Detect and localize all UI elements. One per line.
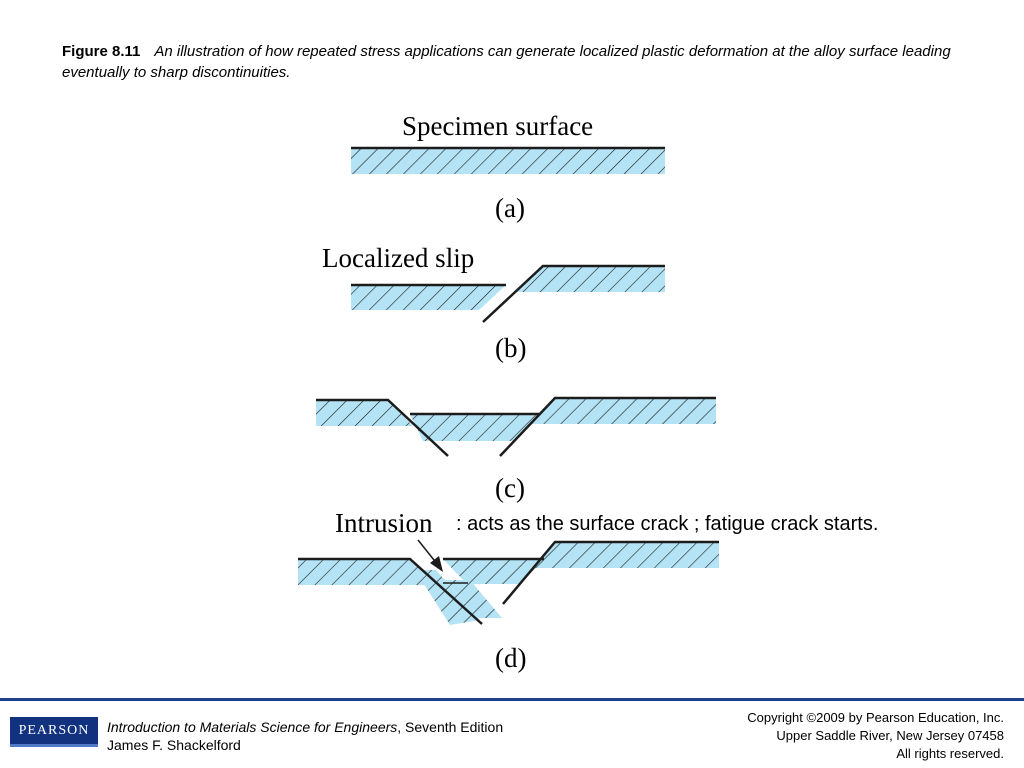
panel-label-b: (b)	[495, 333, 526, 363]
fatigue-surface-diagram: Specimen surface (a) Localized slip (b) …	[298, 111, 719, 673]
book-author: James F. Shackelford	[107, 737, 241, 753]
figure-caption-text: An illustration of how repeated stress a…	[62, 43, 951, 81]
panel-label-a: (a)	[495, 193, 525, 223]
c-left-band	[316, 400, 413, 426]
copyright-notice: Copyright ©2009 by Pearson Education, In…	[747, 709, 1004, 763]
panel-label-c: (c)	[495, 473, 525, 503]
intrusion-annotation: : acts as the surface crack ; fatigue cr…	[456, 513, 879, 535]
label-localized-slip: Localized slip	[322, 243, 474, 273]
label-specimen-surface: Specimen surface	[402, 111, 593, 141]
c-middle-band	[410, 414, 540, 441]
d-intrusion-band-2	[445, 580, 502, 618]
intrusion-arrow-head	[430, 556, 443, 572]
copyright-line: Copyright ©2009 by Pearson Education, In…	[747, 710, 1004, 725]
label-intrusion: Intrusion	[335, 508, 433, 538]
slip-upper-band	[516, 266, 665, 292]
d-left-slip-line	[298, 557, 483, 625]
slip-plane-line	[482, 264, 665, 323]
book-citation: Introduction to Materials Science for En…	[107, 718, 503, 754]
panel-d-drawing	[298, 539, 719, 625]
c-right-slip-line	[499, 396, 716, 457]
publisher-address: Upper Saddle River, New Jersey 07458	[776, 728, 1004, 743]
book-title: Introduction to Materials Science for En…	[107, 719, 398, 735]
d-middle-band	[443, 559, 544, 584]
rights-reserved: All rights reserved.	[896, 746, 1004, 761]
panel-a-drawing	[351, 146, 665, 174]
c-right-band	[530, 398, 716, 424]
d-left-band	[298, 559, 441, 585]
panel-b-drawing	[351, 264, 665, 323]
d-right-slip-line	[502, 540, 719, 605]
specimen-band	[351, 148, 665, 174]
c-left-slip-line	[316, 398, 449, 457]
figure-number: Figure 8.11	[62, 43, 141, 60]
footer-divider	[0, 698, 1024, 701]
pearson-logo-text: PEARSON	[18, 722, 90, 738]
book-edition: , Seventh Edition	[397, 719, 504, 735]
panel-label-d: (d)	[495, 643, 526, 673]
slip-lower-band	[351, 285, 506, 310]
d-right-band	[530, 542, 719, 568]
d-intrusion-band-1	[415, 570, 480, 625]
panel-c-drawing	[316, 396, 716, 457]
pearson-logo: PEARSON	[10, 717, 98, 747]
